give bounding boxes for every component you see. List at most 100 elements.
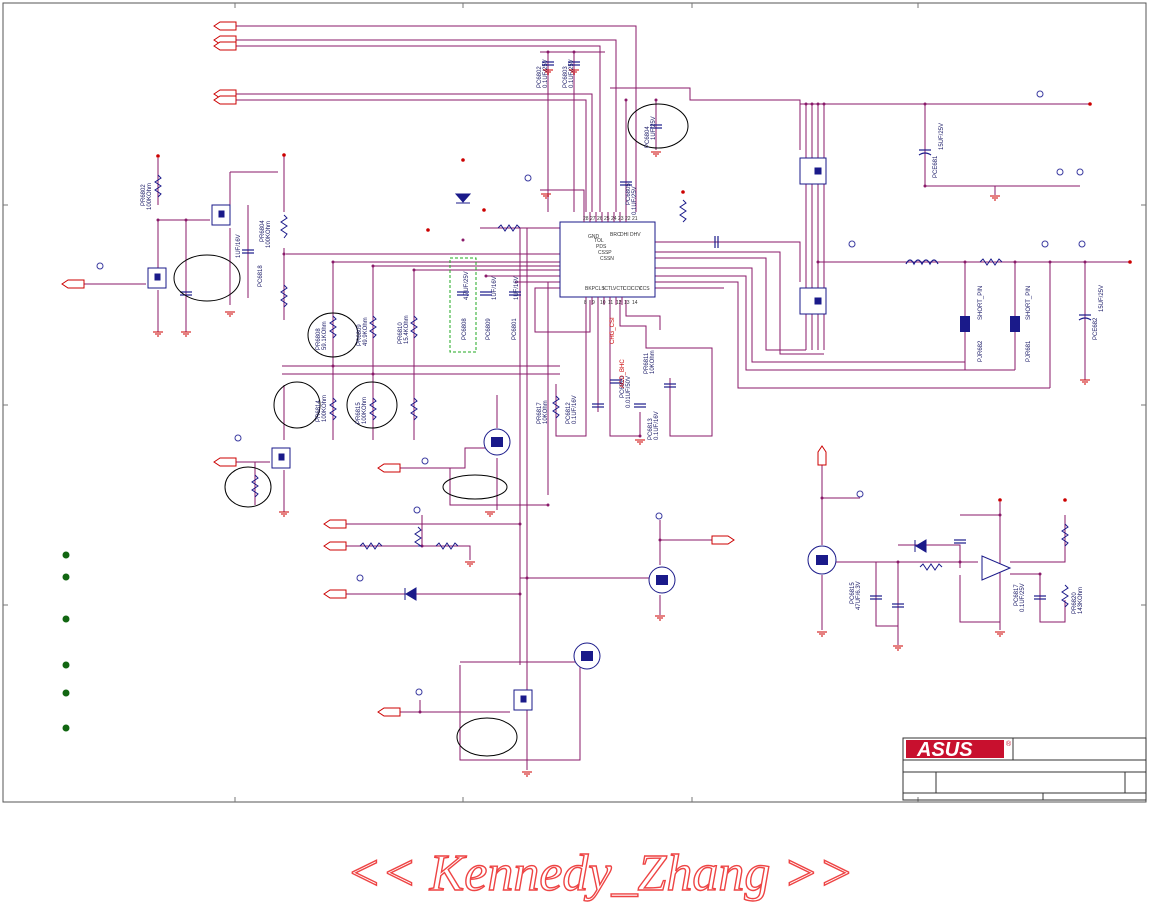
label-pc6804: PC6804 [645, 126, 651, 148]
label-pc6805: PC6805 [626, 183, 632, 205]
note-bullets [62, 551, 70, 732]
label-pc6813: PC6813 [648, 418, 654, 440]
label-pc6804-value: 1UF/25V [651, 116, 657, 140]
label-pr6820-value: 143KOhm [1078, 587, 1084, 614]
cap-pce682 [1078, 314, 1092, 321]
off-page-connectors[interactable] [61, 21, 827, 717]
cap-pc6813 [634, 403, 646, 408]
component-labels: PC6802 0.1UF/25V PC6803 0.1UF/25V PC6804… [141, 59, 1105, 614]
label-pc6803: PC6803 [563, 66, 569, 88]
label-pc6818: PC6818 [258, 265, 264, 287]
ic-pin-gnd: GND [588, 234, 600, 240]
cap-pc6817 [1034, 595, 1046, 600]
asus-logo: ASUS ® [906, 739, 1012, 761]
label-pc6802: PC6802 [537, 66, 543, 88]
ic-pin-ccs: CCS [639, 286, 650, 292]
label-pr6808-value: 59.1KOhm [322, 321, 328, 350]
border-zone-ticks [3, 3, 1146, 802]
supply-dots [156, 102, 1132, 502]
label-pr6814-value: 100KOhm [322, 395, 328, 422]
label-pr6814: PR6814 [316, 400, 322, 422]
dnp-dashed-box [449, 257, 477, 353]
ic-pin-num-24: 24 [611, 216, 617, 222]
resistor-pr6819 [435, 542, 459, 550]
diode-pd6803 [404, 587, 417, 601]
capacitors [180, 61, 1092, 608]
resistor-pr6803 [280, 284, 288, 308]
resistor-pr6808 [329, 315, 337, 339]
cap-pc6808 [457, 291, 469, 296]
cap-pc6812 [592, 403, 604, 408]
label-pr6809-value: 49.9KOhm [363, 317, 369, 346]
resistor-pr6810 [410, 315, 418, 339]
ic-pin-num-12: 12 [616, 300, 622, 306]
ic-pin-num-9: 9 [592, 300, 595, 306]
diodes [404, 193, 927, 601]
resistor-pr6804 [280, 214, 288, 239]
label-pr6817-value: 10KOhm [543, 400, 549, 424]
label-acd-bhc: ACD_BHC [620, 359, 626, 388]
label-pc6803-value: 0.1UF/25V [569, 59, 575, 88]
jumper-pjr682 [960, 316, 970, 332]
resistor-pr6822 [919, 563, 943, 571]
cap-pc6805 [620, 181, 632, 186]
label-pr6804: PR6804 [260, 220, 266, 242]
asus-logo-text: ASUS [916, 739, 973, 761]
label-chg-csi: CHG_CSI [610, 317, 616, 344]
resistor-pr6806 [497, 224, 521, 232]
cap-pc6806 [180, 291, 192, 296]
label-pce682-value: 15UF/25V [1099, 285, 1105, 312]
ic-pin-vctl: VCTL [613, 286, 626, 292]
label-pr6804-value: 100KOhm [266, 221, 272, 248]
mosfet-pq6802 [211, 204, 231, 226]
ic-pin-num-22: 22 [625, 216, 631, 222]
resistor-pr6821 [414, 526, 423, 547]
label-pc6815: PC6815 [850, 582, 856, 604]
label-pr6802: PR6802 [141, 184, 147, 206]
label-pc6801: PC6801 [512, 318, 518, 340]
jumper-pjr681 [1010, 316, 1020, 332]
label-pc6808: PC6808 [462, 318, 468, 340]
resistor-pr6813 [251, 474, 259, 498]
ic-pin-num-26: 26 [597, 216, 603, 222]
ic-pin-num-10: 10 [600, 300, 606, 306]
cap-pc6811 [664, 383, 676, 388]
label-pc6815-value: 47UF/6.3V [856, 581, 862, 610]
label-pr6811-value: 10KOhm [650, 350, 656, 374]
ic-pin-dhi: DHI [620, 232, 629, 238]
label-pr6802-value: 100KOhm [147, 183, 153, 210]
label-pce681-value: 15UF/25V [939, 123, 945, 150]
label-pc6809-value: 1UF/16V [492, 276, 498, 300]
ic-pin-cls: CLS [595, 286, 605, 292]
label-pc6817: PC6817 [1014, 584, 1020, 606]
resistors [154, 174, 1069, 608]
resistor-pr6823 [1061, 523, 1069, 547]
ic-pin-num-21: 21 [632, 216, 638, 222]
controller-ic: GND TOL PDS CSSP CSSN BRC DHI DHV BKP CL… [559, 212, 656, 306]
label-pr6817: PR6817 [537, 402, 543, 424]
ic-pin-num-13: 13 [624, 300, 630, 306]
ic-pin-dhv: DHV [630, 232, 641, 238]
cap-pc6816 [892, 603, 904, 608]
resistor-pr6814 [329, 397, 337, 421]
ic-pin-cci: CCI [623, 286, 632, 292]
inductor-pl681 [905, 259, 939, 266]
label-pjr681: PJR681 [1026, 340, 1032, 362]
label-pr6809: PR6809 [357, 324, 363, 346]
ic-pin-num-8: 8 [584, 300, 587, 306]
ic-pin-num-28: 28 [583, 216, 589, 222]
junction-dots [156, 50, 1087, 714]
ic-pin-bkp: BKP [585, 286, 596, 292]
label-pc6812: PC6812 [566, 402, 572, 424]
resistor-pr6825 [979, 258, 1003, 266]
label-pc6818-value: 1UF/16V [236, 234, 242, 258]
highlight-ovals [173, 103, 689, 757]
cap-pc6819 [954, 539, 966, 544]
sheet-border [2, 2, 1147, 803]
op-amp [981, 555, 1012, 581]
cap-pc6809 [480, 291, 492, 296]
ic-pin-num-23: 23 [618, 216, 624, 222]
mosfet-pq6803 [799, 157, 827, 185]
mosfets [147, 157, 837, 711]
label-pc6809: PC6809 [486, 318, 492, 340]
